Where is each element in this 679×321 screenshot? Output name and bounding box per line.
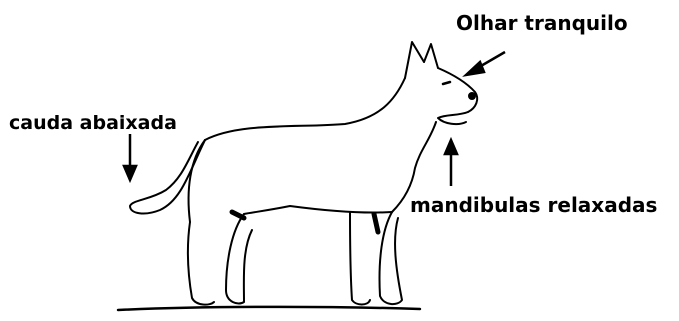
gaze-label: Olhar tranquilo: [456, 13, 628, 33]
tail-label: cauda abaixada: [9, 114, 177, 133]
dog-jaw: [438, 112, 468, 124]
dog-hindquarters: [189, 140, 205, 222]
jaw-arrow-head: [445, 140, 457, 154]
dog-nose: [469, 93, 475, 99]
dog-front-leg-front: [380, 212, 403, 304]
dog-rear-leg-front: [226, 214, 252, 304]
dog-front-leg-back: [350, 212, 370, 305]
dog-tail: [130, 140, 205, 213]
front-joint-mark: [374, 214, 378, 232]
ground-line: [118, 307, 420, 310]
dog-rear-leg-back: [188, 222, 214, 305]
dog-eye: [443, 82, 450, 84]
jaw-label: mandibulas relaxadas: [410, 195, 657, 215]
tail-arrow-head: [124, 166, 136, 180]
dog-belly: [244, 206, 392, 214]
dog-ear-back: [405, 42, 424, 78]
gaze-arrow-head: [466, 62, 484, 75]
dog-back: [205, 78, 405, 140]
dog-ear-front: [424, 44, 438, 68]
rear-joint-mark: [232, 212, 244, 218]
